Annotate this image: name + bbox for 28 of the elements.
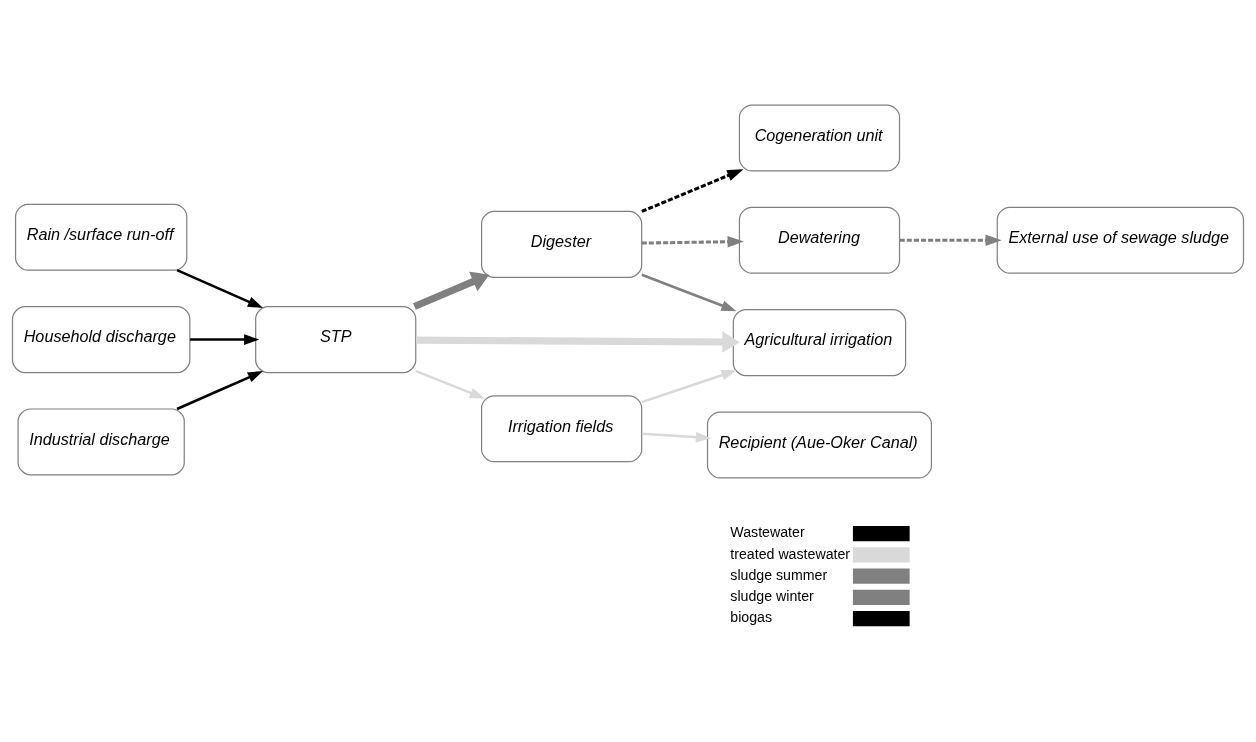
node-box: Irrigation fields <box>481 395 643 463</box>
node-box: Industrial discharge <box>17 408 185 476</box>
node-box: Digester <box>481 210 643 278</box>
legend-label: treated wastewater <box>730 545 851 562</box>
arrow <box>413 271 490 310</box>
node-box: External use of sewage sludge <box>996 206 1245 274</box>
node-box: Rain /surface run-off <box>14 203 188 271</box>
node-box: Recipient (Aue-Oker Canal) <box>706 411 933 479</box>
arrow <box>415 331 740 353</box>
arrow <box>641 431 712 443</box>
arrow <box>641 236 744 248</box>
node-box: Household discharge <box>11 306 191 374</box>
node-box: Agricultural irrigation <box>732 309 907 377</box>
arrow <box>899 234 1002 246</box>
node-box: Dewatering <box>738 206 901 274</box>
arrow <box>641 273 737 312</box>
arrow <box>190 334 260 345</box>
arrow <box>641 370 737 404</box>
arrow <box>176 371 264 411</box>
legend-label: sludge winter <box>730 588 814 605</box>
legend-label: biogas <box>730 609 773 626</box>
legend-label: Wastewater <box>730 524 805 541</box>
node-box: Cogeneration unit <box>738 104 901 172</box>
arrow <box>415 369 486 399</box>
legend-label: sludge summer <box>730 566 828 583</box>
arrow <box>176 269 264 309</box>
node-box: STP <box>255 306 417 374</box>
arrow <box>641 169 744 213</box>
